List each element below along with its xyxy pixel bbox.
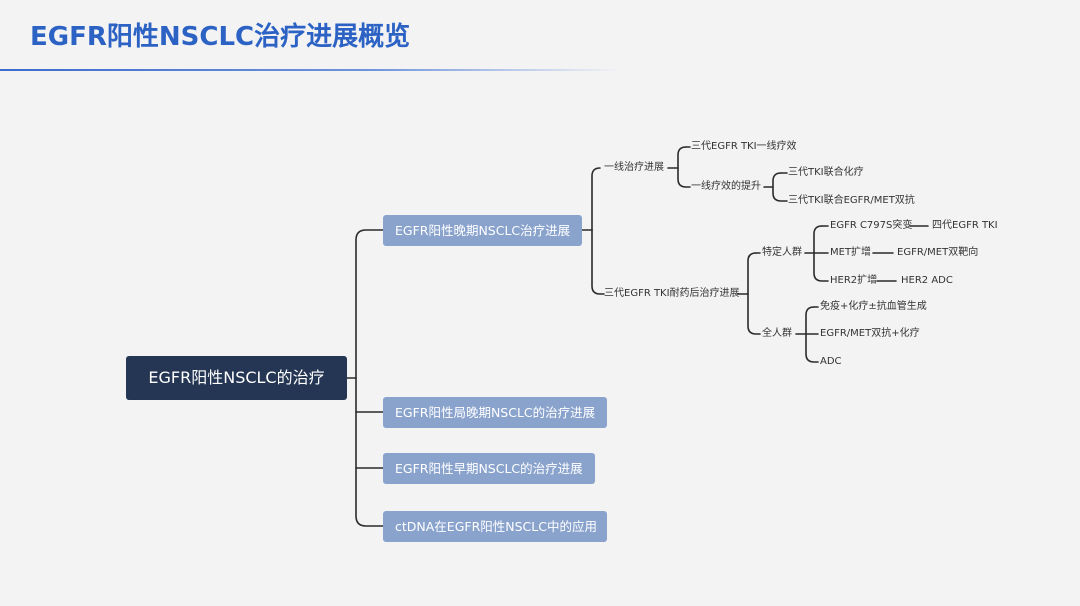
mindmap-root[interactable]: EGFR阳性NSCLC的治疗 (126, 356, 347, 400)
node-4th-gen-tki[interactable]: 四代EGFR TKI (932, 220, 998, 231)
branch-locally-advanced[interactable]: EGFR阳性局晚期NSCLC的治疗进展 (383, 397, 607, 428)
node-immuno-chemo[interactable]: 免疫+化疗±抗血管生成 (820, 301, 927, 312)
node-specific-population[interactable]: 特定人群 (762, 247, 802, 258)
connector-firstline-trunk (677, 146, 691, 188)
branch-ctdna[interactable]: ctDNA在EGFR阳性NSCLC中的应用 (383, 511, 607, 542)
node-adc[interactable]: ADC (820, 356, 842, 367)
page-title: EGFR阳性NSCLC治疗进展概览 (30, 22, 411, 52)
node-bispecific-chemo[interactable]: EGFR/MET双抗+化疗 (820, 328, 920, 339)
node-tki-plus-chemo[interactable]: 三代TKI联合化疗 (788, 167, 864, 178)
node-3rd-gen-tki-efficacy[interactable]: 三代EGFR TKI一线疗效 (691, 141, 797, 152)
node-post-resistance[interactable]: 三代EGFR TKI耐药后治疗进展 (604, 288, 740, 299)
node-c797s[interactable]: EGFR C797S突变 (830, 220, 913, 231)
node-first-line[interactable]: 一线治疗进展 (604, 162, 664, 173)
connector-improvement-trunk (772, 172, 788, 202)
connector-all-trunk (805, 306, 819, 363)
node-met-amplification[interactable]: MET扩增 (830, 247, 872, 258)
node-her2-amplification[interactable]: HER2扩增 (830, 275, 878, 286)
connector-root-trunk (355, 229, 384, 527)
branch-early[interactable]: EGFR阳性早期NSCLC的治疗进展 (383, 453, 595, 484)
node-efficacy-improvement[interactable]: 一线疗效的提升 (691, 181, 761, 192)
node-tki-plus-bispecific[interactable]: 三代TKI联合EGFR/MET双抗 (788, 195, 915, 206)
connector-resistance-trunk (747, 252, 761, 335)
node-her2-adc[interactable]: HER2 ADC (901, 275, 953, 286)
branch-advanced[interactable]: EGFR阳性晚期NSCLC治疗进展 (383, 215, 582, 246)
connector-advanced-trunk (591, 167, 605, 295)
node-all-population[interactable]: 全人群 (762, 328, 792, 339)
connector-specific-trunk (813, 225, 829, 282)
node-egfr-met-dual[interactable]: EGFR/MET双靶向 (897, 247, 979, 258)
title-underline (0, 69, 620, 71)
